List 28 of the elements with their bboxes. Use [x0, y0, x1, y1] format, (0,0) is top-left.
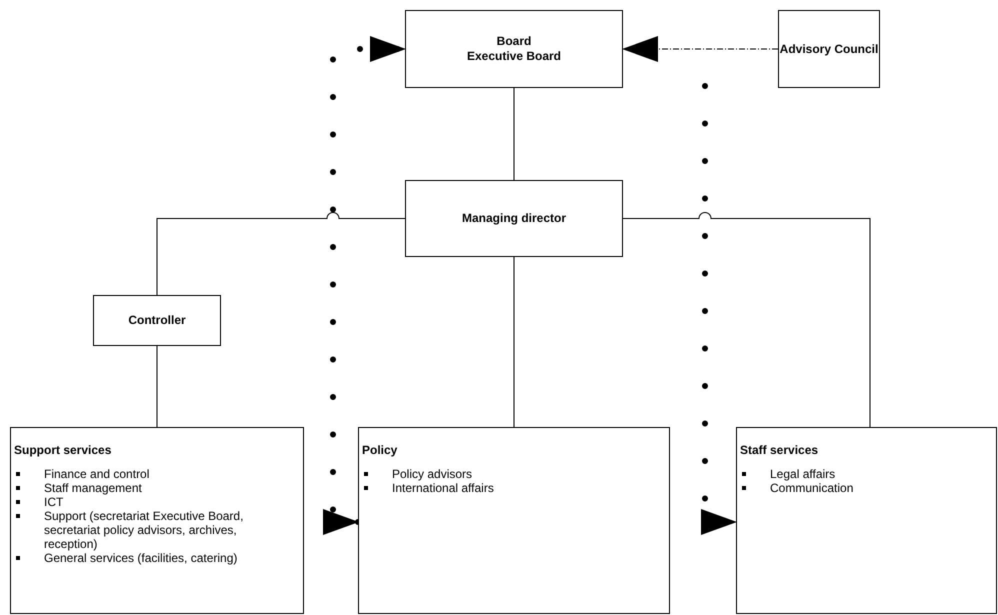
connector-line [156, 346, 158, 428]
connector-line [622, 212, 870, 428]
org-box [778, 10, 880, 88]
org-box [405, 10, 623, 88]
box-title: Managing director [462, 211, 566, 226]
org-box [93, 295, 221, 346]
department-box [736, 427, 997, 614]
box-title: Policy [362, 443, 398, 458]
list-item: ICT [14, 495, 279, 509]
list-item: Finance and control [14, 467, 279, 481]
department-box [358, 427, 670, 614]
list-item: International affairs [362, 481, 645, 495]
org-box [405, 180, 623, 257]
connector-line [156, 212, 406, 296]
box-title: Executive Board [466, 49, 562, 64]
box-title: Controller [128, 313, 186, 328]
list-item: Staff management [14, 481, 279, 495]
box-title: Board [496, 34, 532, 49]
arrow [622, 36, 778, 62]
list-item: Legal affairs [740, 467, 972, 481]
list-item: Communication [740, 481, 972, 495]
list-item: Support (secretariat Executive Board, secretariat policy advisors, archives, reception) [14, 509, 279, 551]
department-box [10, 427, 304, 614]
box-title: Advisory Council [780, 42, 878, 56]
list-item: Policy advisors [362, 467, 645, 481]
box-title: Support services [14, 443, 112, 458]
list-item: General services (facilities, catering) [14, 551, 279, 565]
box-title: Staff services [740, 443, 820, 458]
